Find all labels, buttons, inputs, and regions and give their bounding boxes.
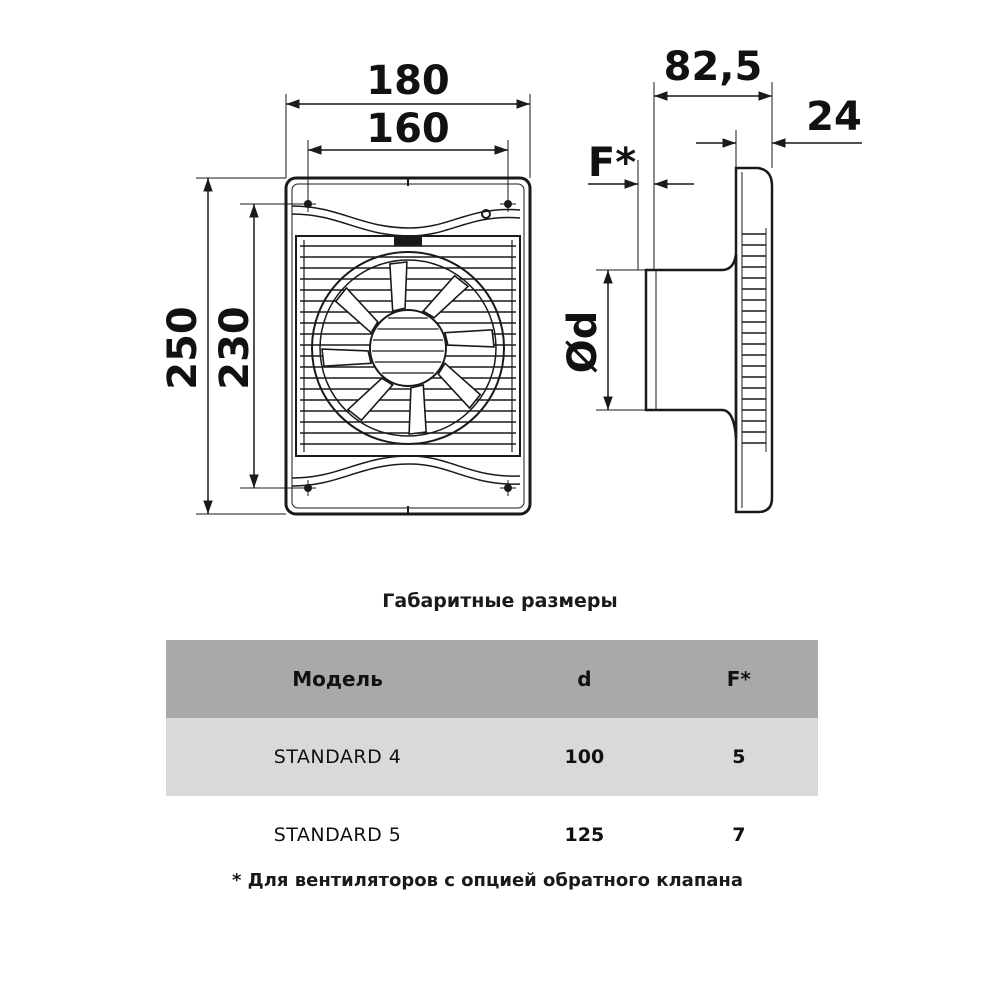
fan-blade xyxy=(321,348,373,367)
width-inner-label: 160 xyxy=(366,106,450,152)
fan-blade xyxy=(422,274,470,319)
dimension-diameter: Ød xyxy=(560,269,646,411)
table-row: STANDARD 4 100 5 xyxy=(166,718,818,796)
depth-panel-label: 24 xyxy=(806,94,862,140)
width-outer-label: 180 xyxy=(366,58,450,104)
footnote: * Для вентиляторов с опцией обратного кл… xyxy=(232,870,743,891)
fan-blade xyxy=(334,286,379,334)
front-view xyxy=(284,176,532,516)
fan-blade xyxy=(443,329,495,348)
duct-spigot xyxy=(644,253,738,439)
height-outer-label: 250 xyxy=(160,306,206,390)
dimension-depth-panel: 24 xyxy=(696,94,862,168)
cell-d: 100 xyxy=(509,718,660,796)
fan-blade xyxy=(408,383,427,435)
side-panel-profile xyxy=(734,166,774,514)
fan-blade xyxy=(437,362,482,410)
bottom-wave-decor xyxy=(291,463,521,487)
header-model: Модель xyxy=(166,640,510,718)
fan-hub xyxy=(369,309,447,387)
fan-blade xyxy=(346,377,394,422)
dimension-height-outer: 250 xyxy=(160,177,286,515)
height-inner-label: 230 xyxy=(212,306,258,390)
table-row: STANDARD 5 125 7 xyxy=(166,796,818,874)
dimension-width-inner: 160 xyxy=(307,106,509,200)
top-wave-decor xyxy=(291,205,521,229)
dimension-flange: F* xyxy=(588,140,694,270)
side-louver-ribs xyxy=(742,233,766,444)
fan-blades xyxy=(321,261,495,435)
screw-hole-bottom-right xyxy=(500,480,516,496)
header-d: d xyxy=(509,640,660,718)
table-header-row: Модель d F* xyxy=(166,640,818,718)
dimensions-table: Модель d F* STANDARD 4 100 5 STANDARD 5 … xyxy=(166,640,818,874)
technical-drawing: 180 160 250 230 82,5 xyxy=(160,44,862,516)
cell-f: 5 xyxy=(659,718,818,796)
header-f: F* xyxy=(659,640,818,718)
cell-f: 7 xyxy=(659,796,818,874)
dimension-height-inner: 230 xyxy=(212,203,304,489)
dimension-depth-total: 82,5 xyxy=(653,44,773,270)
side-view xyxy=(644,166,774,514)
pull-cord-tab xyxy=(394,236,422,246)
diameter-label: Ød xyxy=(560,311,606,374)
fan-housing-ring xyxy=(311,251,505,445)
fan-blade xyxy=(389,261,408,313)
table-caption: Габаритные размеры xyxy=(382,590,618,612)
flange-label: F* xyxy=(588,140,636,186)
cell-d: 125 xyxy=(509,796,660,874)
dimension-width-outer: 180 xyxy=(285,58,531,178)
depth-total-label: 82,5 xyxy=(664,44,763,90)
cell-model: STANDARD 5 xyxy=(166,796,510,874)
indicator-led xyxy=(481,209,491,219)
cell-model: STANDARD 4 xyxy=(166,718,510,796)
